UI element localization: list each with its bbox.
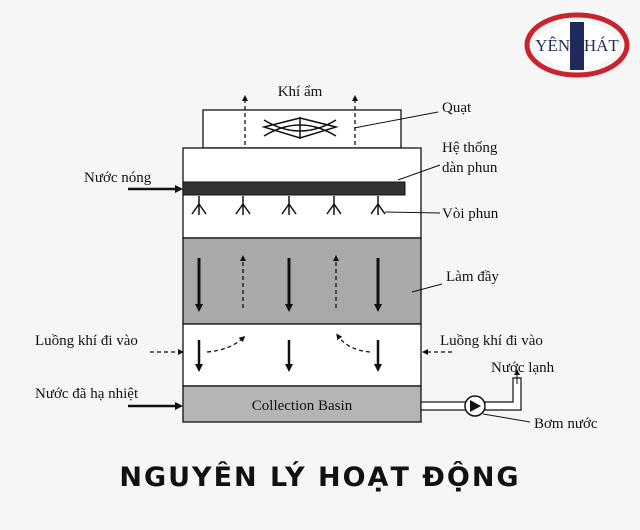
label-moist-air: Khí ẩm — [278, 84, 323, 100]
fan-leader-line — [353, 111, 439, 129]
spray-system-leader-line — [397, 164, 441, 181]
collection-basin — [182, 385, 422, 423]
nozzle-leader-line — [384, 211, 441, 214]
logo-text: YÊN PHÁT — [535, 36, 619, 55]
nozzles — [191, 196, 441, 215]
nozzle-icon — [326, 196, 342, 215]
fill-zone — [182, 237, 422, 325]
label-hot-water: Nước nóng — [84, 170, 152, 186]
label-spray-system-line1: Hệ thống — [442, 140, 498, 156]
label-collection-basin: Collection Basin — [252, 398, 353, 414]
label-cold-water: Nước lạnh — [491, 360, 555, 376]
fan-housing — [202, 95, 439, 149]
spray-pipe — [128, 164, 441, 196]
brand-logo: YÊN PHÁT — [524, 12, 630, 78]
fill-leader-line — [411, 283, 443, 293]
page-title: NGUYÊN LÝ HOẠT ĐỘNG — [119, 462, 521, 493]
nozzle-icon — [191, 196, 207, 215]
air-intake-arrows — [150, 333, 452, 372]
fan-blade-icon — [261, 117, 339, 140]
nozzle-icon — [370, 196, 386, 215]
pump-triangle-icon — [470, 400, 481, 412]
label-air-in-right: Luồng khí đi vào — [440, 333, 543, 349]
logo-ring-red — [524, 12, 630, 78]
nozzle-icon — [235, 196, 251, 215]
label-fill: Làm đầy — [446, 269, 499, 285]
label-fan: Quạt — [442, 100, 472, 116]
label-spray-system-line2: dàn phun — [442, 160, 498, 176]
air-curve-arrow-right — [336, 333, 371, 353]
basin-piping — [128, 369, 531, 423]
nozzle-icon — [281, 196, 297, 215]
logo-mark — [570, 22, 584, 70]
outlet-pipe — [420, 401, 467, 411]
air-curve-arrow-left — [206, 335, 246, 353]
pump-leader-line — [482, 413, 531, 423]
label-nozzle: Vòi phun — [442, 206, 499, 222]
riser-pipe — [484, 377, 522, 411]
label-cooled-water: Nước đã hạ nhiệt — [35, 386, 139, 402]
label-pump: Bơm nước — [534, 416, 598, 432]
label-air-in-left: Luồng khí đi vào — [35, 333, 138, 349]
fan-icon — [263, 119, 337, 137]
air-intake-zone — [182, 323, 422, 387]
fill-zone-arrows — [195, 255, 443, 312]
